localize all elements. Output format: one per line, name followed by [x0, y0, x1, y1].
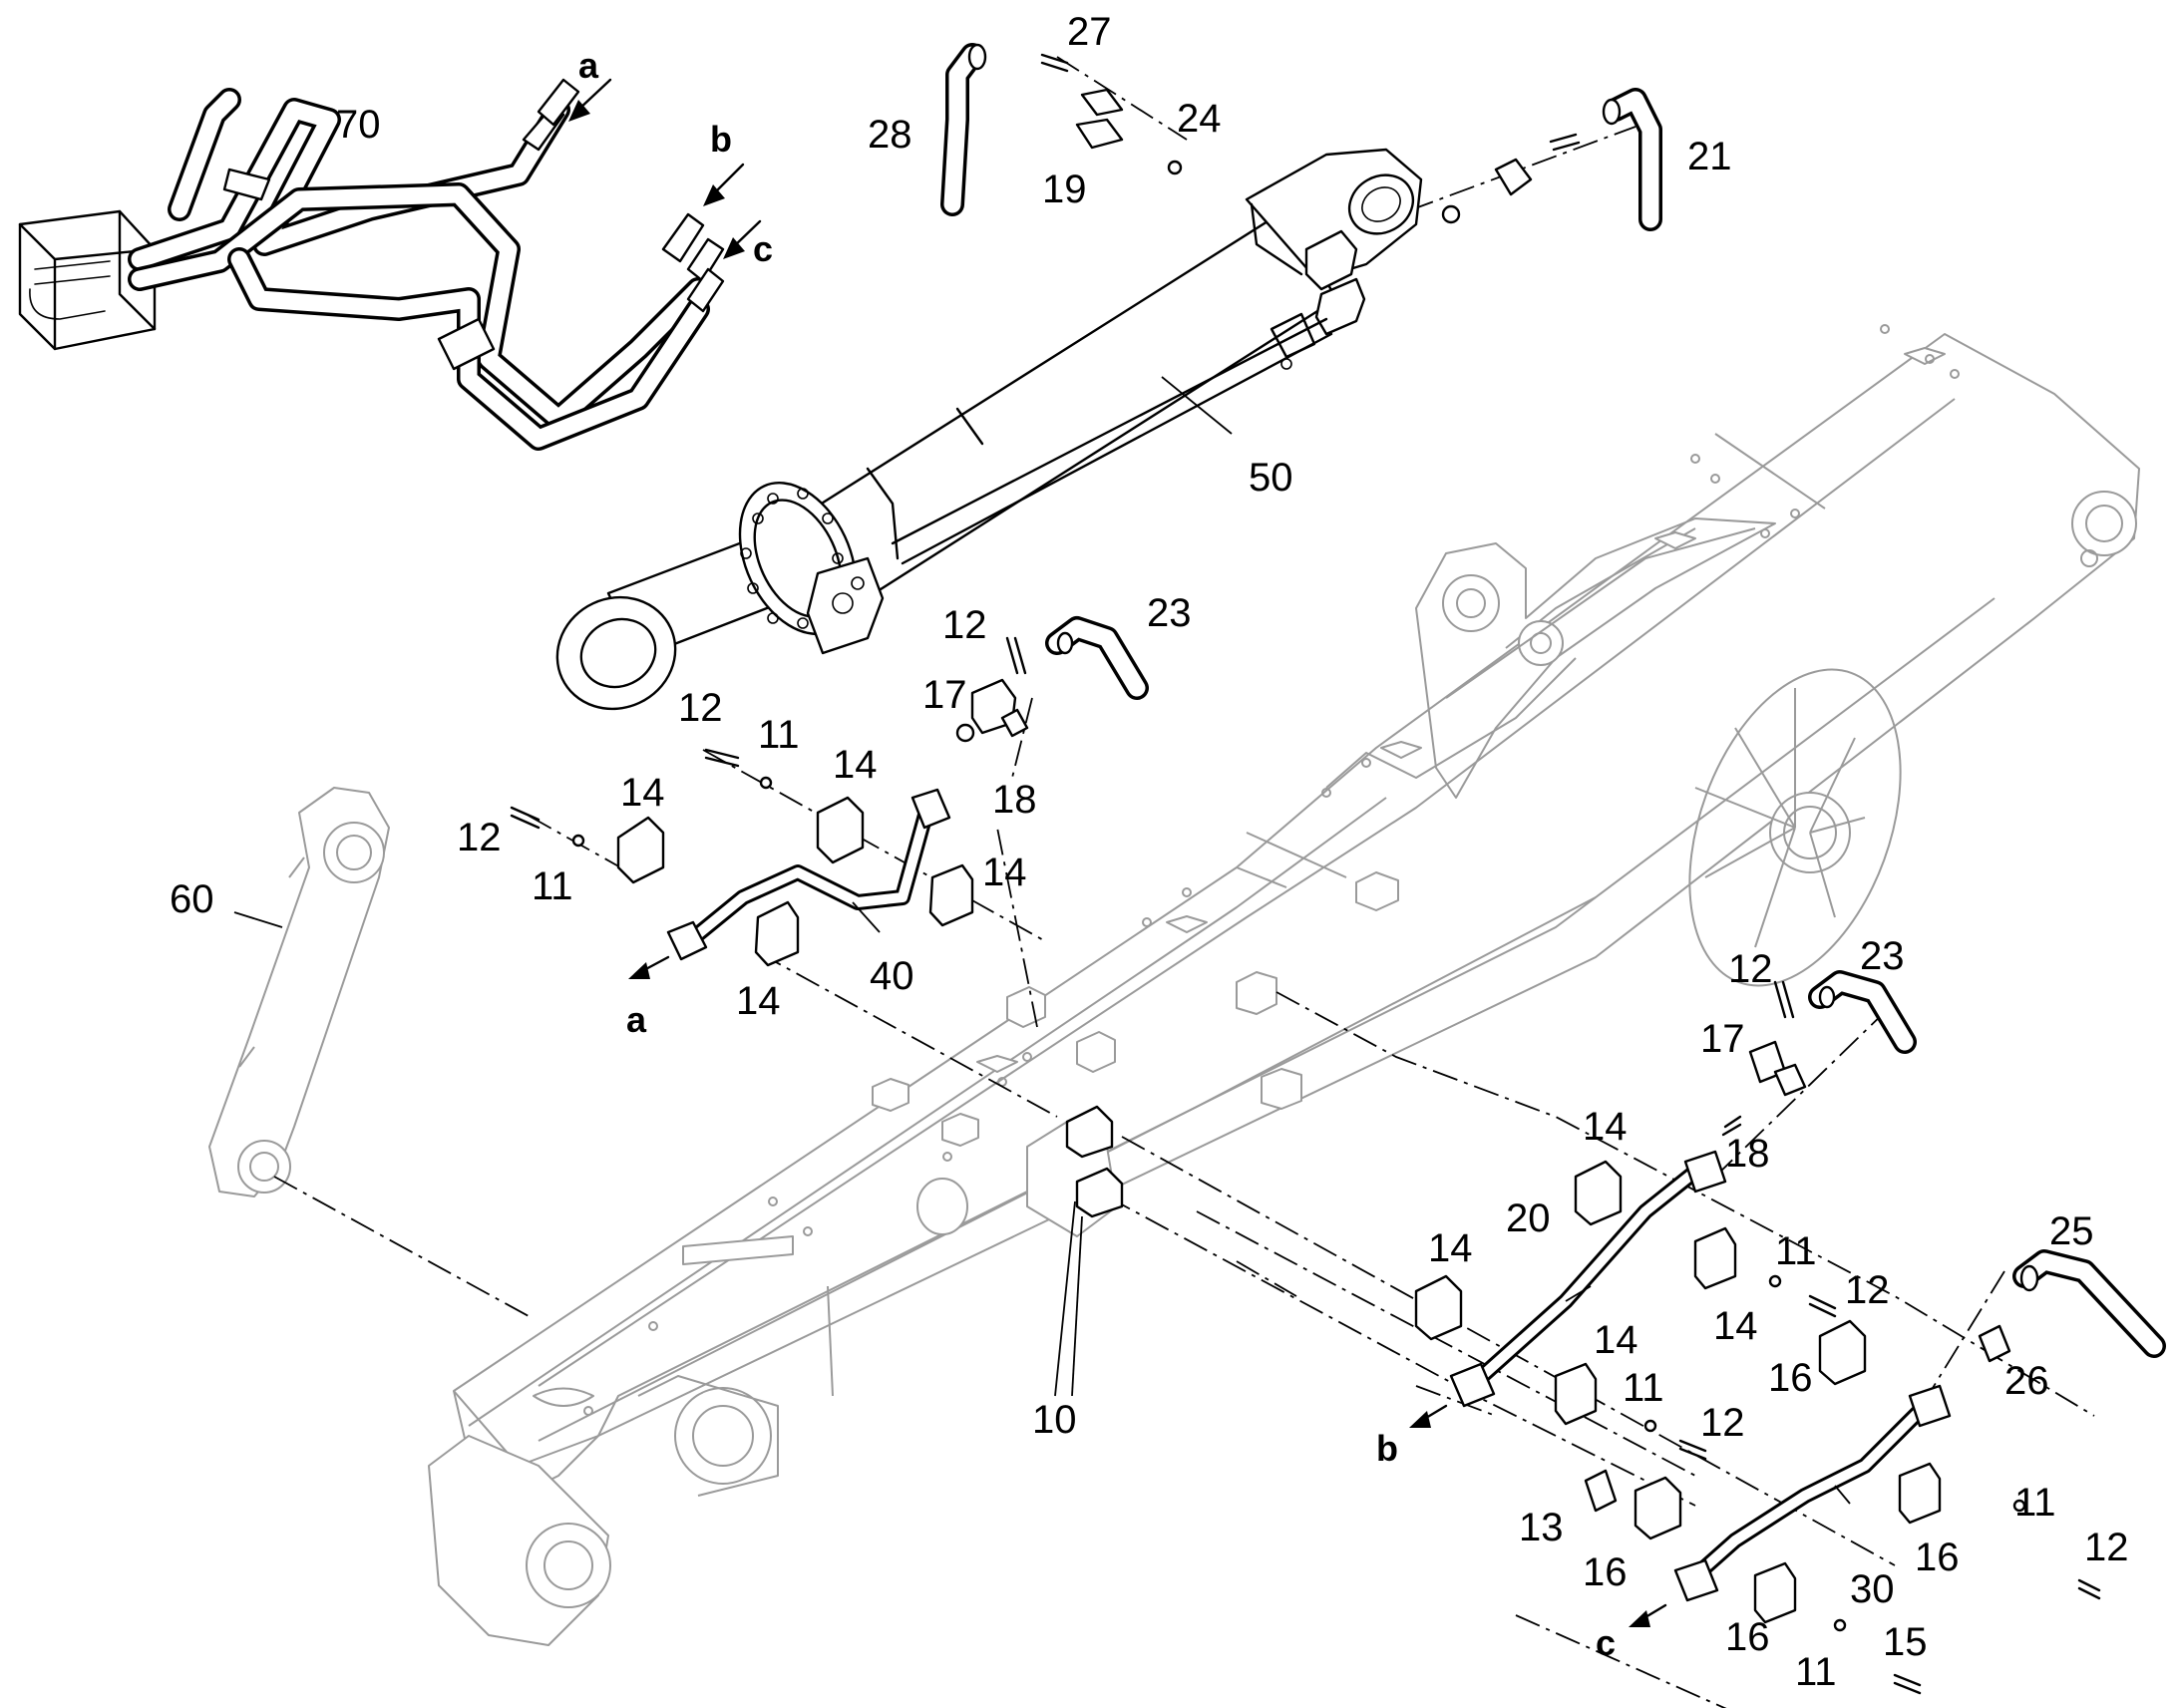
pipe-20 [1449, 1150, 1727, 1408]
label-a-top: a [578, 45, 599, 86]
label-12-e: 12 [1845, 1268, 1890, 1312]
label-c-bottom: c [1596, 1622, 1616, 1663]
label-16-a: 16 [1768, 1356, 1813, 1400]
fittings-top [940, 43, 1662, 231]
label-40: 40 [870, 954, 914, 998]
leader-lines [233, 376, 1851, 1505]
label-12-d: 12 [1728, 947, 1773, 991]
label-16-c: 16 [1583, 1550, 1628, 1594]
label-12-a: 12 [942, 603, 987, 647]
arrow-c-top [723, 219, 762, 259]
hydraulic-cylinder [555, 148, 1423, 711]
label-13: 13 [1519, 1506, 1564, 1549]
label-12-g: 12 [2084, 1526, 2129, 1569]
label-19: 19 [1042, 168, 1087, 211]
link-arm-60 [208, 787, 390, 1197]
label-50: 50 [1249, 456, 1293, 500]
label-14-b: 14 [620, 771, 665, 815]
label-11-f: 11 [1795, 1650, 1837, 1694]
label-12-b: 12 [678, 686, 723, 730]
arrow-b-bottom [1409, 1404, 1448, 1428]
label-11-d: 11 [1623, 1366, 1664, 1410]
label-16-b: 16 [1915, 1536, 1960, 1579]
hose-assembly-70 [18, 78, 725, 451]
clamps-14-lower [1414, 1160, 1737, 1426]
arrow-b-top [703, 163, 745, 206]
label-70: 70 [336, 103, 381, 147]
label-14-g: 14 [1713, 1304, 1758, 1348]
label-24: 24 [1177, 97, 1222, 141]
label-17-upper: 17 [922, 673, 967, 717]
label-11-a: 11 [758, 713, 800, 757]
label-18-lower: 18 [1725, 1132, 1770, 1176]
boom-structure [428, 324, 2140, 1646]
part-labels: 70 a b c 27 28 24 19 21 50 23 12 12 17 1… [170, 10, 2129, 1694]
label-16-d: 16 [1725, 1615, 1770, 1659]
label-27: 27 [1067, 10, 1112, 54]
label-12-f: 12 [1700, 1401, 1745, 1445]
label-14-c: 14 [982, 851, 1027, 894]
label-10: 10 [1032, 1398, 1077, 1442]
label-23-lower: 23 [1860, 934, 1905, 978]
label-21: 21 [1687, 135, 1732, 178]
label-25: 25 [2049, 1209, 2094, 1253]
label-11-c: 11 [1775, 1229, 1817, 1273]
label-c-top: c [753, 228, 773, 269]
label-60: 60 [170, 877, 214, 921]
label-14-d: 14 [736, 979, 781, 1023]
fittings-upper [510, 616, 1149, 848]
arrow-c-bottom [1629, 1603, 1667, 1627]
assembly-center-lines [273, 56, 2095, 1708]
label-12-c: 12 [457, 816, 502, 859]
label-14-h: 14 [1594, 1318, 1638, 1362]
label-18-upper: 18 [992, 778, 1037, 822]
pipe-40 [666, 788, 951, 961]
arrow-a-top [568, 78, 612, 122]
arrow-a-bottom [628, 955, 670, 979]
label-23-upper: 23 [1147, 591, 1192, 635]
label-14-a: 14 [833, 743, 878, 787]
label-b-bottom: b [1376, 1428, 1398, 1469]
label-30: 30 [1850, 1567, 1895, 1611]
label-28: 28 [868, 113, 912, 157]
label-15: 15 [1883, 1620, 1928, 1664]
clamps-16 [1584, 1319, 1942, 1624]
label-20: 20 [1506, 1196, 1551, 1240]
label-17-lower: 17 [1700, 1017, 1745, 1061]
label-11-e: 11 [2014, 1481, 2056, 1525]
label-14-e: 14 [1583, 1105, 1628, 1149]
label-11-b: 11 [532, 864, 573, 908]
label-26: 26 [2004, 1359, 2049, 1403]
pipe-30 [1673, 1384, 1952, 1602]
label-b-top: b [710, 119, 732, 160]
label-14-f: 14 [1428, 1226, 1473, 1270]
label-a-bottom: a [626, 999, 647, 1040]
fittings-right [1065, 970, 2166, 1695]
